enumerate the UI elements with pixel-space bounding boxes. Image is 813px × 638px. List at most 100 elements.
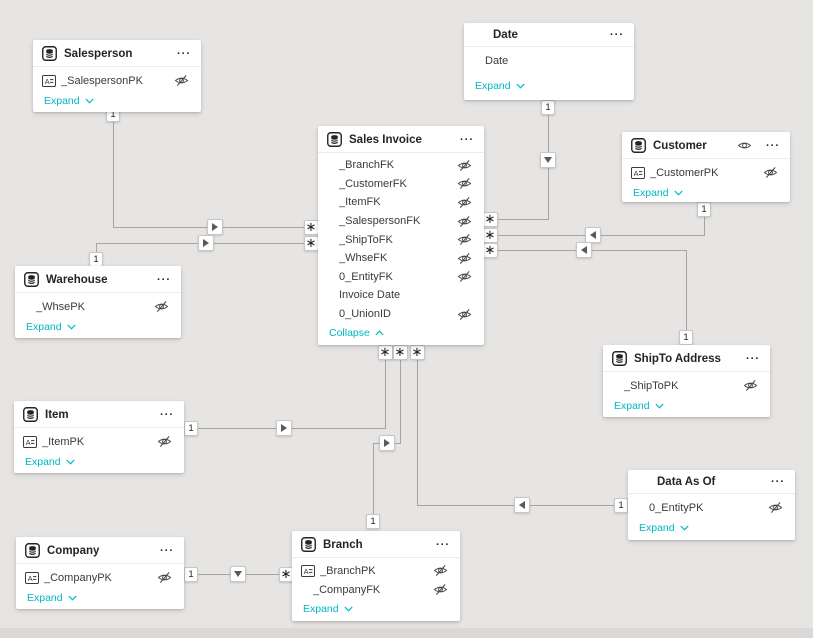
hidden-eye-icon[interactable] — [457, 196, 472, 209]
field-row[interactable]: _BranchFK — [318, 156, 484, 175]
relationship-line[interactable] — [686, 250, 687, 341]
field-row[interactable]: _WhsePK — [15, 296, 181, 317]
more-options-icon[interactable]: ··· — [766, 139, 780, 152]
more-options-icon[interactable]: ··· — [746, 352, 760, 365]
table-card-sales-invoice[interactable]: Sales Invoice···_BranchFK_CustomerFK_Ite… — [318, 126, 484, 345]
field-row[interactable]: 0_UnionID — [318, 305, 484, 324]
database-icon — [24, 272, 39, 287]
expand-link[interactable]: Expand — [464, 76, 634, 100]
expand-link[interactable]: Expand — [292, 599, 460, 623]
chevron-down-icon — [67, 592, 77, 604]
field-row[interactable]: A_ItemPK — [14, 431, 184, 452]
database-icon — [301, 537, 316, 552]
hidden-eye-icon[interactable] — [154, 300, 169, 313]
hidden-eye-icon[interactable] — [457, 252, 472, 265]
table-title: Warehouse — [46, 273, 108, 286]
expand-link[interactable]: Expand — [628, 518, 795, 542]
field-name: 0_UnionID — [339, 308, 391, 321]
hidden-eye-icon[interactable] — [763, 166, 778, 179]
field-row[interactable]: _ItemFK — [318, 193, 484, 212]
relationship-line[interactable] — [385, 352, 386, 429]
arrow-left-icon — [519, 501, 525, 509]
cardinality-many-marker: ∗ — [409, 344, 425, 360]
hidden-eye-icon[interactable] — [457, 215, 472, 228]
hidden-eye-icon[interactable] — [157, 435, 172, 448]
expand-link[interactable]: Expand — [33, 91, 201, 115]
field-row[interactable]: A_SalespersonPK — [33, 70, 201, 91]
relationship-line[interactable] — [417, 352, 418, 506]
relationship-line[interactable] — [496, 219, 549, 220]
filter-direction-down-icon — [230, 566, 246, 582]
horizontal-scrollbar-track[interactable] — [0, 628, 813, 638]
cardinality-many-marker: ∗ — [482, 227, 498, 243]
svg-text:A: A — [304, 566, 309, 575]
field-row[interactable]: Date — [464, 50, 634, 71]
table-title: ShipTo Address — [634, 352, 721, 365]
footer-link-label: Expand — [25, 456, 61, 468]
hidden-eye-icon[interactable] — [457, 270, 472, 283]
more-options-icon[interactable]: ··· — [436, 538, 450, 551]
arrow-down-icon — [544, 157, 552, 163]
footer-link-label: Expand — [475, 80, 511, 92]
field-row[interactable]: _ShipToPK — [603, 375, 770, 396]
field-row[interactable]: A_BranchPK — [292, 561, 460, 580]
relationship-line[interactable] — [373, 443, 374, 526]
more-options-icon[interactable]: ··· — [160, 408, 174, 421]
relationship-line[interactable] — [704, 202, 705, 235]
more-options-icon[interactable]: ··· — [157, 273, 171, 286]
field-row[interactable]: 0_EntityPK — [628, 497, 795, 518]
field-row[interactable]: A_CustomerPK — [622, 162, 790, 183]
hidden-eye-icon[interactable] — [433, 564, 448, 577]
more-options-icon[interactable]: ··· — [771, 476, 785, 488]
field-list: _WhsePK — [15, 293, 181, 317]
hidden-eye-icon[interactable] — [174, 74, 189, 87]
hidden-eye-icon[interactable] — [457, 159, 472, 172]
field-row[interactable]: _SalespersonFK — [318, 212, 484, 231]
hidden-eye-icon[interactable] — [768, 501, 783, 514]
cardinality-one-marker: 1 — [679, 329, 693, 345]
field-row[interactable]: _ShipToFK — [318, 230, 484, 249]
chevron-down-icon — [515, 80, 525, 92]
more-options-icon[interactable]: ··· — [610, 29, 624, 41]
eye-icon[interactable] — [737, 140, 752, 151]
expand-link[interactable]: Expand — [14, 452, 184, 476]
collapse-link[interactable]: Collapse — [318, 323, 484, 347]
relationship-line[interactable] — [400, 352, 401, 444]
expand-link[interactable]: Expand — [603, 396, 770, 420]
field-row[interactable]: _CompanyFK — [292, 580, 460, 599]
field-row[interactable]: _WhseFK — [318, 249, 484, 268]
expand-link[interactable]: Expand — [16, 588, 184, 612]
field-row[interactable]: _CustomerFK — [318, 175, 484, 194]
chevron-down-icon — [673, 187, 683, 199]
field-row[interactable]: Invoice Date — [318, 286, 484, 305]
expand-link[interactable]: Expand — [15, 317, 181, 341]
filter-direction-right-icon — [379, 435, 395, 451]
field-list: _BranchFK_CustomerFK_ItemFK_SalespersonF… — [318, 153, 484, 323]
more-options-icon[interactable]: ··· — [177, 47, 191, 60]
cardinality-one-marker: 1 — [89, 251, 103, 267]
expand-link[interactable]: Expand — [622, 183, 790, 207]
hidden-eye-icon[interactable] — [157, 571, 172, 584]
relationship-line[interactable] — [113, 112, 114, 228]
hidden-eye-icon[interactable] — [433, 583, 448, 596]
field-row[interactable]: A_CompanyPK — [16, 567, 184, 588]
hidden-eye-icon[interactable] — [457, 308, 472, 321]
field-row[interactable]: 0_EntityFK — [318, 268, 484, 287]
more-options-icon[interactable]: ··· — [460, 133, 474, 146]
hidden-eye-icon[interactable] — [743, 379, 758, 392]
table-header: Salesperson··· — [33, 40, 201, 67]
hidden-eye-icon[interactable] — [457, 233, 472, 246]
hidden-eye-icon[interactable] — [457, 177, 472, 190]
more-options-icon[interactable]: ··· — [160, 544, 174, 557]
chevron-down-icon — [66, 321, 76, 333]
